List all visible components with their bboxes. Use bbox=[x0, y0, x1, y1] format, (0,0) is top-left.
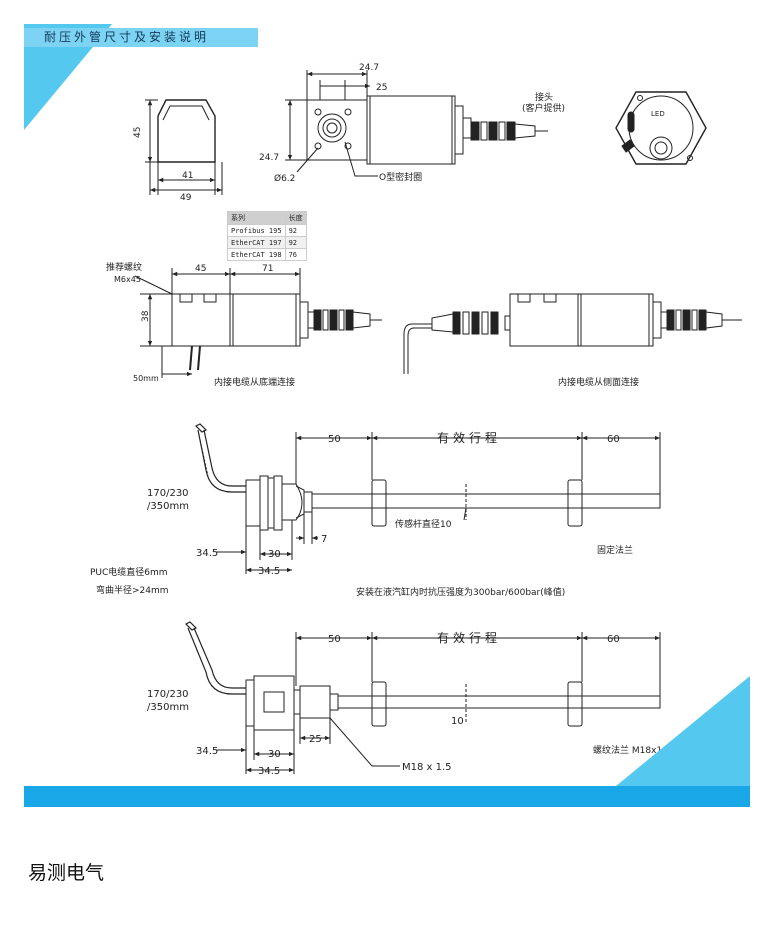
cable-spec: PUC电缆直径6mm bbox=[90, 566, 168, 578]
dim-50mm: 50mm bbox=[133, 374, 159, 383]
d1-dim-30: 30 bbox=[268, 549, 281, 560]
table-row: EtherCAT 197 92 bbox=[227, 236, 307, 249]
d1-dim-34-5-bottom: 34.5 bbox=[258, 566, 280, 577]
d2-dim-25: 25 bbox=[309, 734, 322, 745]
side-view-drawing bbox=[285, 70, 548, 177]
thread-label: 推荐螺纹 bbox=[106, 261, 142, 273]
side-connect-drawing bbox=[403, 293, 742, 374]
table-header-length: 长度 bbox=[284, 211, 307, 225]
brand-name: 易测电气 bbox=[28, 862, 105, 884]
table-cell-name: EtherCAT 198 bbox=[227, 248, 286, 261]
thread-spec: M18 x 1.5 bbox=[402, 762, 452, 773]
d2-dim-34-5-bottom: 34.5 bbox=[258, 766, 280, 777]
length-table: 系列 长度 Profibus 195 92 EtherCAT 197 92 Et… bbox=[227, 211, 307, 261]
d2-dim-50: 50 bbox=[328, 634, 341, 645]
table-cell-length: 76 bbox=[284, 248, 307, 261]
d1-bend: 170/230 bbox=[147, 488, 189, 499]
d1-dim-60: 60 bbox=[607, 434, 620, 445]
table-row: EtherCAT 198 76 bbox=[227, 248, 307, 261]
thread-flange-drawing bbox=[184, 621, 661, 774]
table-cell-name: EtherCAT 197 bbox=[227, 236, 286, 249]
dim-45: 45 bbox=[195, 264, 206, 274]
table-cell-length: 92 bbox=[284, 224, 307, 237]
cable-bend-spec: 弯曲半径>24mm bbox=[96, 584, 169, 596]
d2-dim-60: 60 bbox=[607, 634, 620, 645]
fixed-flange-label: 固定法兰 bbox=[597, 544, 633, 556]
install-note: 安装在液汽缸内时抗压强度为300bar/600bar(峰值) bbox=[356, 586, 565, 598]
led-cap-drawing bbox=[615, 91, 707, 165]
caption-side-connect: 内接电缆从侧面连接 bbox=[558, 376, 639, 388]
dim-49: 49 bbox=[180, 193, 192, 203]
rod-diameter-label: 传感杆直径10 bbox=[395, 518, 452, 530]
d2-dim-10: 10 bbox=[451, 716, 464, 727]
d2-stroke-label: 有效行程 bbox=[437, 630, 501, 645]
header-bar bbox=[24, 28, 258, 47]
dim-height-45: 45 bbox=[133, 127, 143, 138]
table-cell-name: Profibus 195 bbox=[227, 224, 286, 237]
led-label: LED bbox=[651, 110, 665, 118]
corner-triangle-bottom-right bbox=[616, 676, 750, 786]
dim-left-24-7: 24.7 bbox=[259, 153, 279, 163]
dim-diameter: Ø6.2 bbox=[274, 173, 295, 184]
dim-top-24-7: 24.7 bbox=[359, 63, 379, 73]
d2-dim-30: 30 bbox=[268, 749, 281, 760]
d2-bend: 170/230 bbox=[147, 689, 189, 700]
d1-dim-7: 7 bbox=[321, 534, 327, 545]
dim-top-25: 25 bbox=[376, 83, 387, 93]
page-title: 耐压外管尺寸及安装说明 bbox=[44, 30, 210, 44]
d1-dim-50: 50 bbox=[328, 434, 341, 445]
bottom-connect-drawing bbox=[134, 268, 382, 378]
dim-71: 71 bbox=[262, 264, 273, 274]
dim-38: 38 bbox=[141, 310, 151, 322]
caption-bottom-connect: 内接电缆从底端连接 bbox=[214, 376, 295, 388]
d1-bend-2: /350mm bbox=[147, 501, 189, 512]
connector-label: 接头 bbox=[535, 91, 553, 103]
table-cell-length: 92 bbox=[284, 236, 307, 249]
footer-band bbox=[24, 786, 750, 807]
d2-bend-2: /350mm bbox=[147, 702, 189, 713]
dim-41: 41 bbox=[182, 171, 193, 181]
oring-label: O型密封圈 bbox=[379, 171, 422, 183]
end-view-drawing bbox=[145, 99, 223, 195]
d1-stroke-label: 有效行程 bbox=[437, 430, 501, 445]
thread-size: M6x45 bbox=[114, 275, 141, 284]
fixed-flange-drawing bbox=[194, 423, 661, 574]
d2-dim-34-5: 34.5 bbox=[196, 746, 218, 757]
table-row: Profibus 195 92 bbox=[227, 224, 307, 237]
table-header-series: 系列 bbox=[227, 211, 286, 225]
connector-note: (客户提供) bbox=[522, 102, 565, 114]
d1-dim-34-5: 34.5 bbox=[196, 548, 218, 559]
